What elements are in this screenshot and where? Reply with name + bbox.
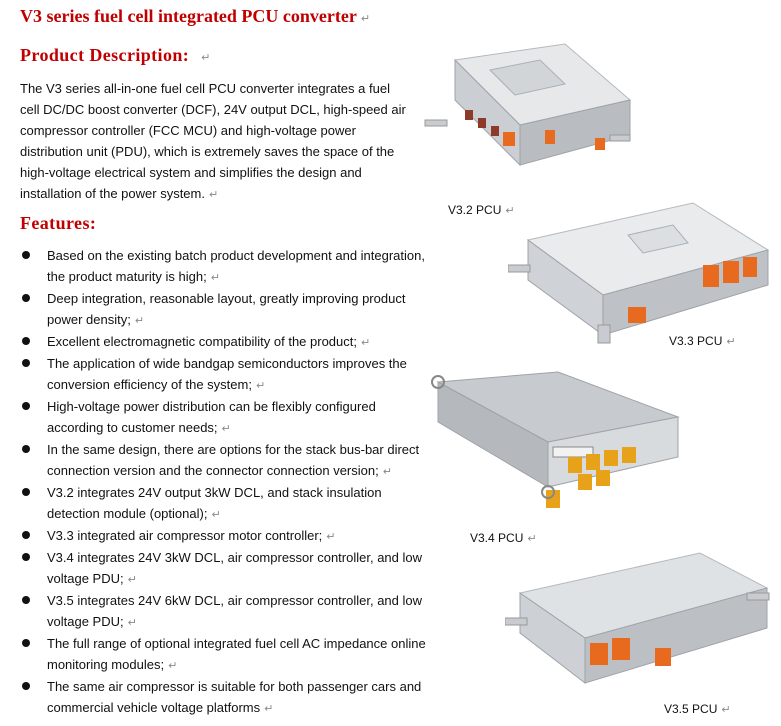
list-item: High-voltage power distribution can be f… [20,396,430,439]
product-description-heading: Product Description: ↵ [20,45,211,66]
list-item: The same air compressor is suitable for … [20,676,430,719]
features-list: Based on the existing batch product deve… [20,245,430,719]
paragraph-mark-icon: ↵ [382,465,392,478]
paragraph-mark-icon: ↵ [210,271,220,284]
paragraph-mark-icon: ↵ [527,532,537,545]
paragraph-mark-icon: ↵ [127,573,137,586]
pcu-v3.5-image [505,552,770,685]
list-item: V3.3 integrated air compressor motor con… [20,525,430,547]
paragraph-mark-icon: ↵ [201,51,211,64]
list-item: Deep integration, reasonable layout, gre… [20,288,430,331]
paragraph-mark-icon: ↵ [264,702,274,715]
product-heading-text: Product Description: [20,45,190,65]
features-heading: Features: [20,213,96,234]
paragraph-mark-icon: ↵ [221,422,231,435]
paragraph-mark-icon: ↵ [326,530,336,543]
list-item: The application of wide bandgap semicond… [20,353,430,396]
pcu-v3.2-image [424,43,632,167]
caption-v3.4: V3.4 PCU↵ [470,531,537,545]
paragraph-mark-icon: ↵ [134,314,145,327]
paragraph-mark-icon: ↵ [505,204,515,217]
paragraph-mark-icon: ↵ [721,703,731,716]
product-description: The V3 series all-in-one fuel cell PCU c… [20,78,412,205]
paragraph-mark-icon: ↵ [360,12,371,25]
caption-v3.3: V3.3 PCU↵ [669,334,736,348]
paragraph-mark-icon: ↵ [127,616,137,629]
caption-v3.2: V3.2 PCU↵ [448,203,515,217]
paragraph-mark-icon: ↵ [255,379,266,392]
pcu-v3.3-image [508,202,770,344]
paragraph-mark-icon: ↵ [361,336,371,349]
list-item: V3.4 integrates 24V 3kW DCL, air compres… [20,547,430,590]
paragraph-mark-icon: ↵ [208,188,219,201]
paragraph-mark-icon: ↵ [726,335,736,348]
features-heading-text: Features: [20,213,97,233]
pcu-v3.4-image [431,371,680,508]
paragraph-mark-icon: ↵ [211,508,221,521]
list-item: Excellent electromagnetic compatibility … [20,331,430,353]
list-item: In the same design, there are options fo… [20,439,430,482]
list-item: Based on the existing batch product deve… [20,245,430,288]
caption-v3.5: V3.5 PCU↵ [664,702,731,716]
list-item: The full range of optional integrated fu… [20,633,430,676]
paragraph-mark-icon: ↵ [168,659,178,672]
list-item: V3.2 integrates 24V output 3kW DCL, and … [20,482,430,525]
document-title: V3 series fuel cell integrated PCU conve… [20,6,370,27]
description-text: The V3 series all-in-one fuel cell PCU c… [20,81,406,201]
list-item: V3.5 integrates 24V 6kW DCL, air compres… [20,590,430,633]
title-text: V3 series fuel cell integrated PCU conve… [20,6,357,26]
